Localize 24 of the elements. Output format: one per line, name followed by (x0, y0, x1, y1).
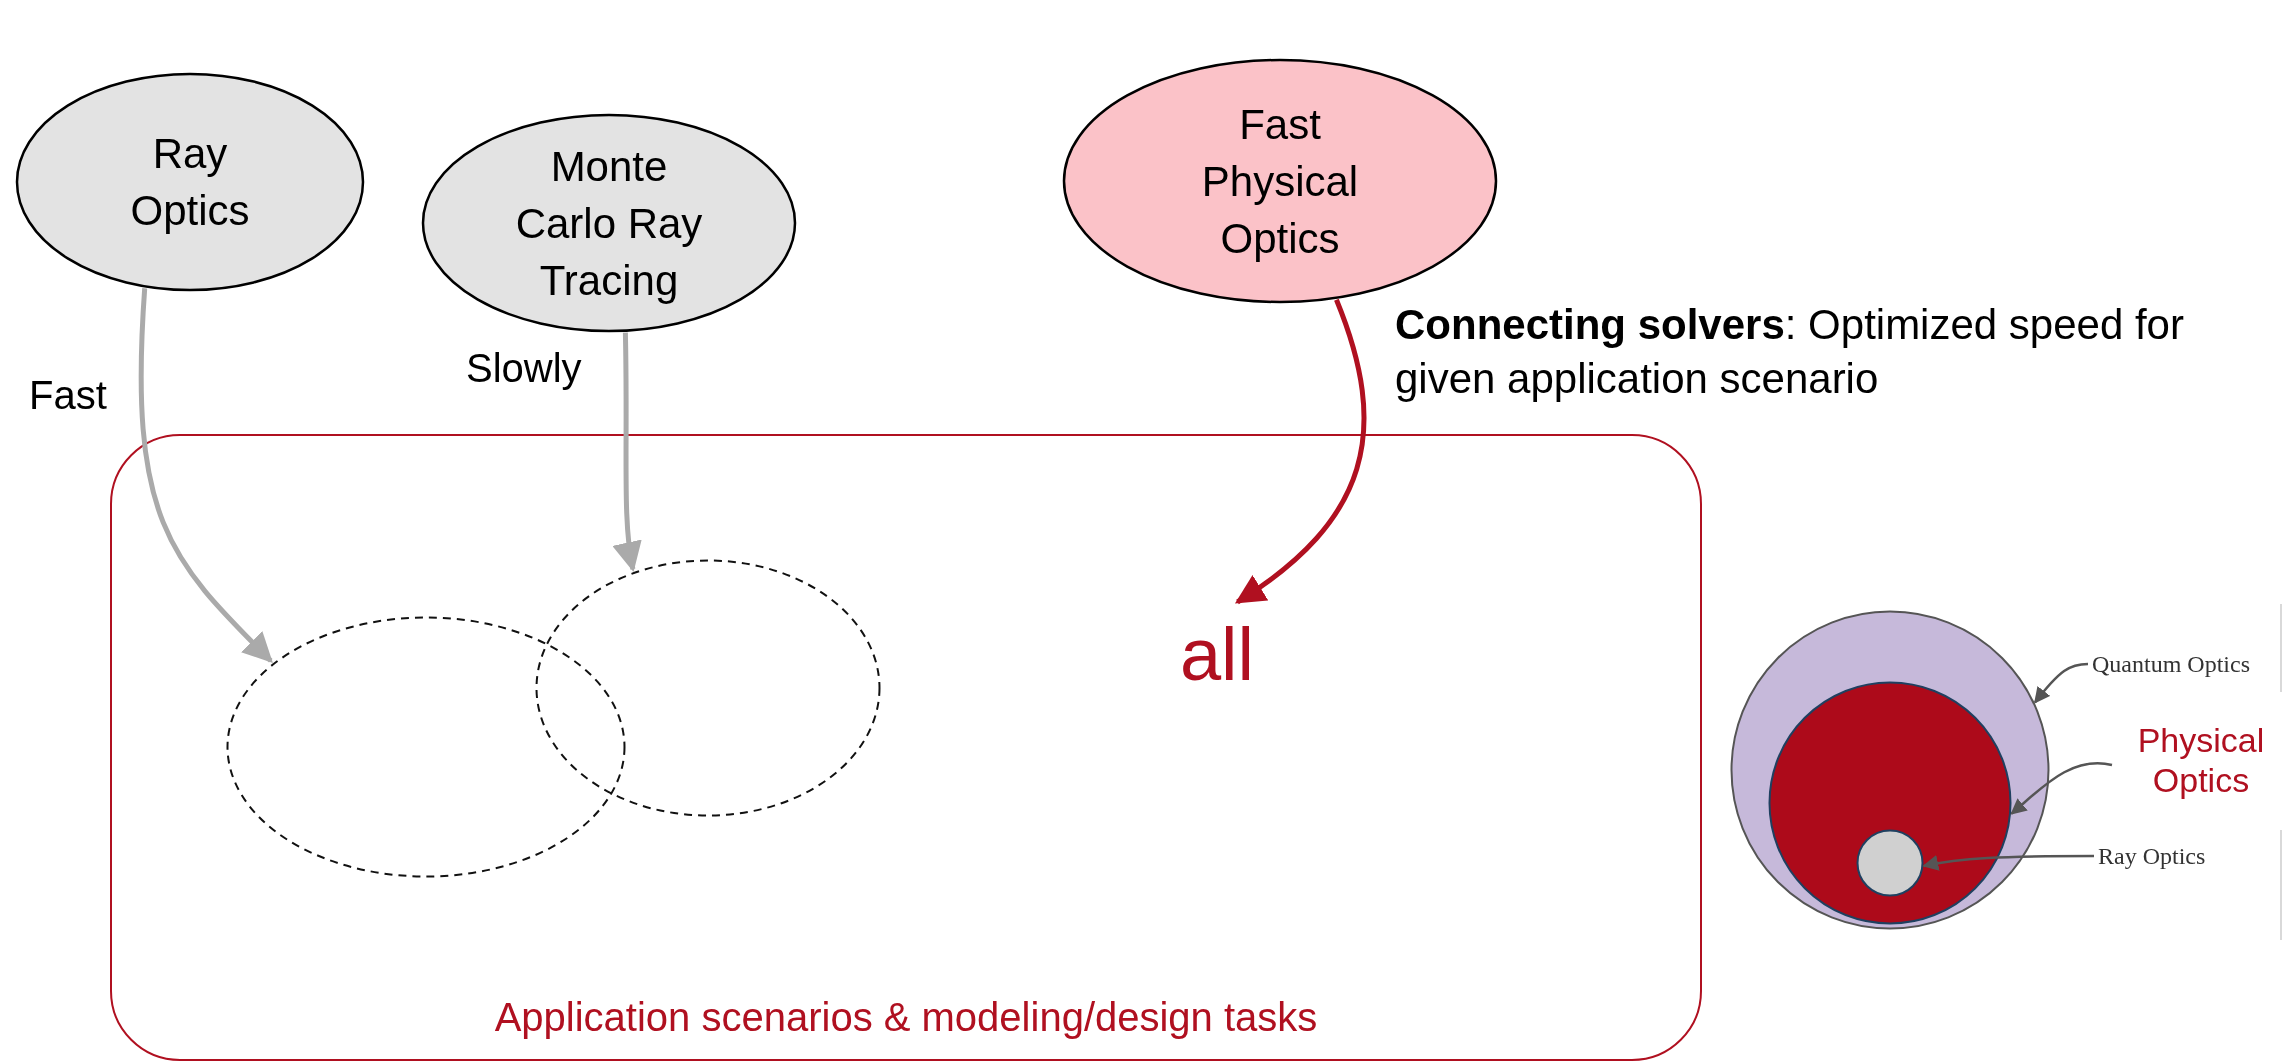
note-text: Connecting solvers: Optimized speed for given application scenario (1395, 300, 2185, 404)
circle-region (1730, 610, 2050, 930)
arrow (1235, 298, 1367, 605)
leader-line (2010, 762, 2113, 815)
region-label: Physical Optics (2116, 720, 2286, 810)
solver-name: Ray Optics (129, 129, 251, 236)
solver-ellipse (15, 72, 365, 292)
region-label: Quantum Optics (2092, 648, 2272, 680)
solver-name: Monte Carlo Ray Tracing (514, 141, 704, 306)
solver-name: Fast Physical Optics (1200, 99, 1360, 264)
frame-title: Application scenarios & modeling/design tasks (493, 997, 1319, 1037)
arrow (613, 332, 643, 573)
scope-label: all (1172, 604, 1262, 692)
scenario-frame (110, 434, 1702, 1061)
dashed-ellipse (226, 616, 626, 878)
arrow (138, 288, 273, 663)
solver-ellipse (421, 113, 797, 333)
solver-ellipse (1062, 58, 1498, 304)
dashed-ellipse (535, 559, 881, 817)
circle-region (1768, 681, 2012, 925)
circle-region (1856, 829, 1924, 897)
leader-line (1922, 854, 2094, 871)
leader-line (2034, 662, 2089, 704)
region-label: Ray Optics (2098, 840, 2228, 872)
